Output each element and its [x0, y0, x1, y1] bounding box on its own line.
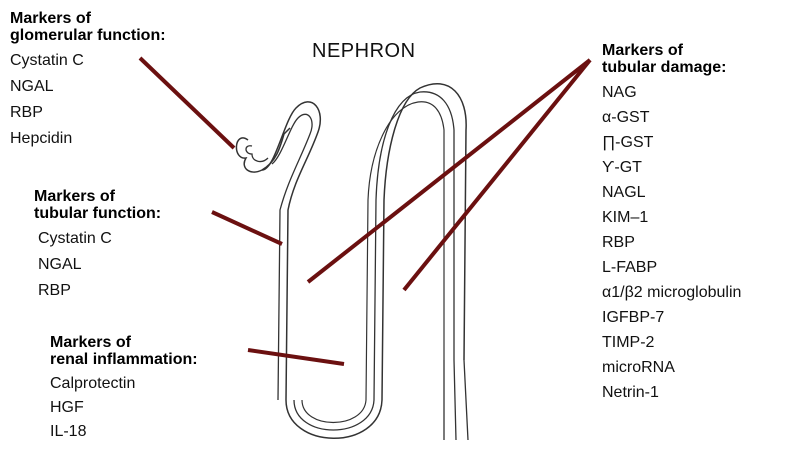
- renal-inflammation-list: Calprotectin HGF IL-18: [50, 372, 198, 444]
- list-item: NAG: [602, 80, 741, 105]
- heading-line: Markers of: [602, 42, 741, 59]
- heading-line: Markers of: [34, 188, 161, 205]
- list-item: RBP: [602, 230, 741, 255]
- list-item: Cystatin C: [38, 226, 161, 252]
- list-item: Hepcidin: [10, 126, 166, 152]
- list-item: RBP: [38, 278, 161, 304]
- glomerular-heading: Markers of glomerular function:: [10, 10, 166, 44]
- heading-line: tubular function:: [34, 205, 161, 222]
- list-item: HGF: [50, 396, 198, 420]
- list-item: IL-18: [50, 420, 198, 444]
- list-item: TIMP-2: [602, 330, 741, 355]
- tubular-damage-group: Markers of tubular damage: NAG α-GST ∏-G…: [602, 42, 741, 405]
- pointer-inflammation: [248, 350, 344, 364]
- tubular-damage-heading: Markers of tubular damage:: [602, 42, 741, 76]
- tubular-function-group: Markers of tubular function: Cystatin C …: [34, 188, 161, 304]
- diagram-title: NEPHRON: [312, 40, 416, 63]
- heading-line: Markers of: [10, 10, 166, 27]
- glomerular-function-group: Markers of glomerular function: Cystatin…: [10, 10, 166, 152]
- list-item: microRNA: [602, 355, 741, 380]
- list-item: RBP: [10, 100, 166, 126]
- pointer-tubular-function: [212, 212, 282, 244]
- list-item: Cystatin C: [10, 48, 166, 74]
- tubular-function-heading: Markers of tubular function:: [34, 188, 161, 222]
- pointer-damage-2: [404, 60, 590, 290]
- heading-line: renal inflammation:: [50, 351, 198, 368]
- heading-line: tubular damage:: [602, 59, 741, 76]
- list-item: NGAL: [38, 252, 161, 278]
- list-item: NAGL: [602, 180, 741, 205]
- list-item: L-FABP: [602, 255, 741, 280]
- heading-line: Markers of: [50, 334, 198, 351]
- collecting-duct: [444, 360, 468, 440]
- list-item: NGAL: [10, 74, 166, 100]
- renal-inflammation-group: Markers of renal inflammation: Calprotec…: [50, 334, 198, 444]
- bowman-capsule-inner: [246, 146, 268, 162]
- pointer-damage-1: [308, 60, 590, 282]
- renal-inflammation-heading: Markers of renal inflammation:: [50, 334, 198, 368]
- loop-of-henle-outer: [286, 84, 466, 439]
- list-item: α-GST: [602, 105, 741, 130]
- heading-line: glomerular function:: [10, 27, 166, 44]
- tubular-damage-list: NAG α-GST ∏-GST ϒ-GT NAGL KIM–1 RBP L-FA…: [602, 80, 741, 405]
- list-item: ∏-GST: [602, 130, 741, 155]
- loop-of-henle-inner2: [302, 102, 444, 423]
- glomerular-list: Cystatin C NGAL RBP Hepcidin: [10, 48, 166, 152]
- list-item: α1/β2 microglobulin: [602, 280, 741, 305]
- list-item: KIM–1: [602, 205, 741, 230]
- list-item: Calprotectin: [50, 372, 198, 396]
- list-item: ϒ-GT: [602, 155, 741, 180]
- list-item: Netrin-1: [602, 380, 741, 405]
- tubular-function-list: Cystatin C NGAL RBP: [38, 226, 161, 304]
- list-item: IGFBP-7: [602, 305, 741, 330]
